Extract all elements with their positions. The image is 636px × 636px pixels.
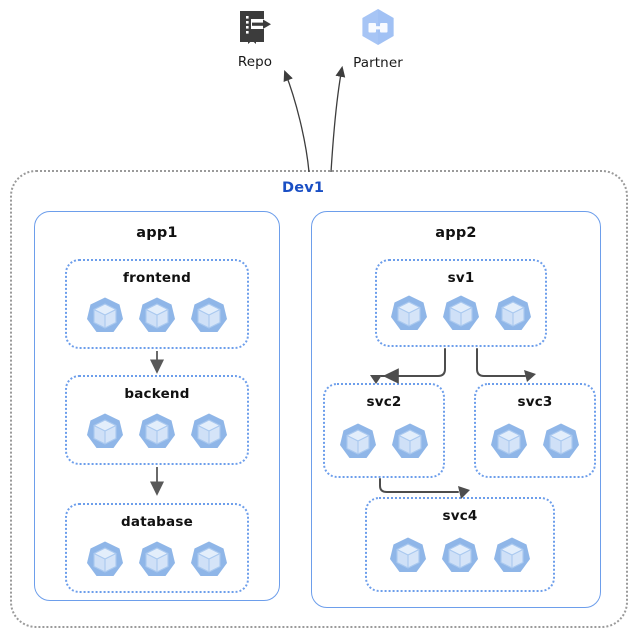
pod-icon[interactable] xyxy=(488,421,530,463)
service-box-svc3[interactable]: svc3 xyxy=(474,383,596,478)
environment-dev1-container[interactable] xyxy=(10,170,628,628)
service-title-svc3: svc3 xyxy=(517,394,553,410)
pod-row-database xyxy=(67,539,247,581)
pod-icon[interactable] xyxy=(337,421,379,463)
service-box-svc4[interactable]: svc4 xyxy=(365,497,555,592)
pod-icon[interactable] xyxy=(440,293,482,335)
external-node-repo[interactable]: Repo xyxy=(210,8,300,70)
connector-dev1-to-repo xyxy=(283,69,310,173)
service-title-frontend: frontend xyxy=(123,270,191,286)
pod-row-svc3 xyxy=(476,421,594,463)
pod-icon[interactable] xyxy=(136,539,178,581)
pod-row-svc2 xyxy=(325,421,443,463)
service-title-svc4: svc4 xyxy=(442,508,478,524)
service-box-frontend[interactable]: frontend xyxy=(65,259,249,349)
service-box-sv1[interactable]: sv1 xyxy=(375,259,547,347)
service-box-backend[interactable]: backend xyxy=(65,375,249,465)
pod-icon[interactable] xyxy=(84,295,126,337)
service-box-svc2[interactable]: svc2 xyxy=(323,383,445,478)
pod-row-sv1 xyxy=(377,293,545,335)
environment-dev1-label: Dev1 xyxy=(282,180,325,196)
pod-icon[interactable] xyxy=(188,295,230,337)
service-title-backend: backend xyxy=(124,386,190,402)
pod-icon[interactable] xyxy=(136,411,178,453)
pod-icon[interactable] xyxy=(188,411,230,453)
pod-row-backend xyxy=(67,411,247,453)
pod-icon[interactable] xyxy=(439,535,481,577)
service-box-database[interactable]: database xyxy=(65,503,249,593)
partner-hexagon-icon xyxy=(362,9,394,45)
connector-dev1-to-partner xyxy=(330,65,346,173)
pod-row-svc4 xyxy=(367,535,553,577)
pod-row-frontend xyxy=(67,295,247,337)
service-title-svc2: svc2 xyxy=(366,394,402,410)
pod-icon[interactable] xyxy=(388,293,430,335)
pod-icon[interactable] xyxy=(492,293,534,335)
external-node-partner-label: Partner xyxy=(353,55,403,71)
pod-icon[interactable] xyxy=(389,421,431,463)
repository-icon xyxy=(240,11,271,44)
app-title-app1: app1 xyxy=(136,225,178,241)
app-title-app2: app2 xyxy=(435,225,477,241)
pod-icon[interactable] xyxy=(136,295,178,337)
external-node-repo-label: Repo xyxy=(237,54,273,70)
pod-icon[interactable] xyxy=(491,535,533,577)
pod-icon[interactable] xyxy=(84,411,126,453)
pod-icon[interactable] xyxy=(387,535,429,577)
service-title-sv1: sv1 xyxy=(447,270,475,286)
pod-icon[interactable] xyxy=(84,539,126,581)
pod-icon[interactable] xyxy=(540,421,582,463)
service-title-database: database xyxy=(121,514,193,530)
pod-icon[interactable] xyxy=(188,539,230,581)
external-node-partner[interactable]: Partner xyxy=(333,5,423,71)
